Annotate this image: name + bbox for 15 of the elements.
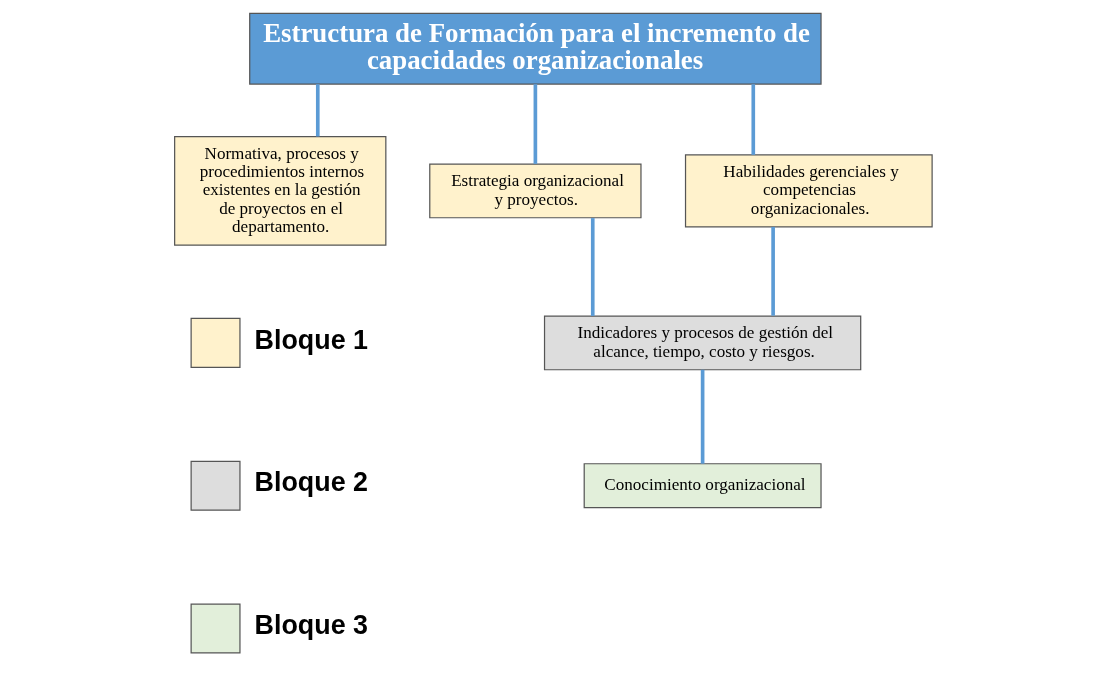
node-box: Conocimiento organizacional xyxy=(583,463,822,509)
connector xyxy=(590,218,595,316)
connector xyxy=(315,84,320,137)
legend-label: Bloque 1 xyxy=(254,324,368,355)
connector xyxy=(700,369,704,464)
node-box: Estrategia organizacional y proyectos. xyxy=(428,163,642,219)
node-box: Habilidades gerenciales y competencias organizacionales. xyxy=(684,154,933,228)
node-box: Indicadores y procesos de gestión del alcance, tiempo, costo y riesgos. xyxy=(543,315,861,371)
node-box: Estructura de Formación para el incremento de capacidades organizacionales xyxy=(248,12,822,85)
legend-label: Bloque 2 xyxy=(254,467,368,498)
legend-label: Bloque 3 xyxy=(254,610,368,641)
connector xyxy=(533,84,537,164)
connector xyxy=(750,84,755,155)
connector xyxy=(770,226,775,316)
node-box: Normativa, procesos y procedimientos internos existentes en la gestión de proyectos en el departamento. xyxy=(173,135,386,246)
